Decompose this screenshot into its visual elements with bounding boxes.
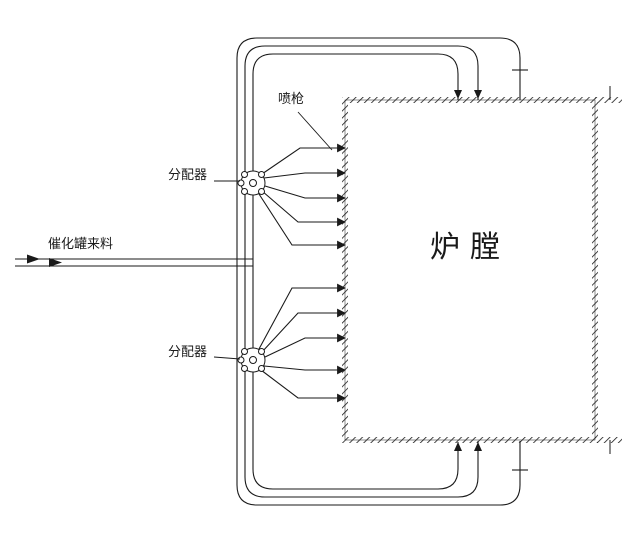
- spray-gun-lines-top: [258, 143, 346, 250]
- distributor-bottom: [237, 347, 266, 373]
- inner-top-arrow: [454, 90, 462, 99]
- riser-arrows: [454, 90, 482, 451]
- middle-pipe-loop: [244, 45, 479, 498]
- distributor-bottom-label: 分配器: [168, 345, 208, 360]
- distributor-top: [237, 170, 266, 196]
- middle-bottom-arrow: [474, 442, 482, 451]
- inner-bottom-arrow: [454, 442, 462, 451]
- distributor-bottom-leader: [213, 356, 241, 360]
- inner-pipe-loop: [252, 53, 459, 490]
- spray-gun-lines-bottom: [258, 283, 346, 403]
- spray-gun-label: 喷枪: [278, 92, 305, 107]
- feed-label: 催化罐来料: [48, 237, 114, 252]
- pipe-loops: [236, 37, 528, 506]
- leader-lines: [213, 111, 333, 360]
- furnace-label: 炉膛: [430, 230, 510, 265]
- outer-pipe-loop: [236, 37, 521, 506]
- distributor-top-label: 分配器: [168, 168, 208, 183]
- feed-arrow-top: [27, 254, 40, 264]
- furnace-chamber: [342, 86, 622, 454]
- feed-pipe: [15, 258, 253, 267]
- middle-top-arrow: [474, 90, 482, 99]
- spray-gun-leader: [297, 111, 333, 151]
- feed-arrow-bottom: [49, 258, 62, 267]
- feed-flow-arrows: [27, 254, 62, 267]
